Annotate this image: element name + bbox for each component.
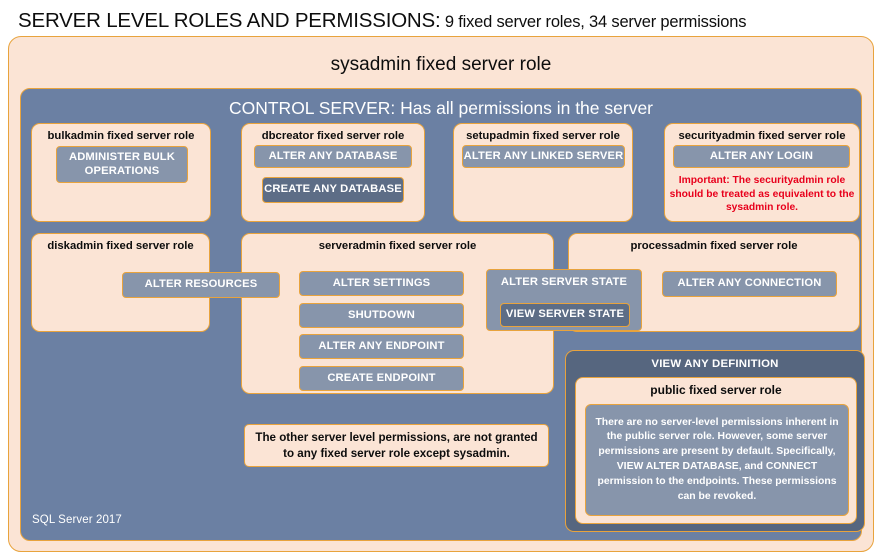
role-title-processadmin: processadmin fixed server role: [630, 240, 798, 252]
public-role-outer-container: VIEW ANY DEFINITION public fixed server …: [565, 350, 865, 532]
public-role-description: There are no server-level permissions in…: [585, 404, 849, 516]
role-title-public: public fixed server role: [650, 383, 782, 397]
permission-view-any-definition[interactable]: VIEW ANY DEFINITION: [651, 358, 779, 370]
page-title-main: SERVER LEVEL ROLES AND PERMISSIONS:: [18, 9, 441, 32]
permission-create-any-database[interactable]: CREATE ANY DATABASE: [262, 177, 404, 203]
role-title-securityadmin: securityadmin fixed server role: [678, 130, 846, 142]
role-title-dbcreator: dbcreator fixed server role: [261, 130, 405, 142]
permission-alter-any-linked-server[interactable]: ALTER ANY LINKED SERVER: [462, 145, 625, 168]
permission-administer-bulk-operations[interactable]: ADMINISTER BULK OPERATIONS: [56, 146, 188, 183]
permission-alter-any-login[interactable]: ALTER ANY LOGIN: [673, 145, 850, 168]
role-box-securityadmin: securityadmin fixed server role: [664, 123, 860, 222]
permission-shutdown[interactable]: SHUTDOWN: [299, 303, 464, 328]
page-title-subtitle: 9 fixed server roles, 34 server permissi…: [440, 13, 747, 31]
role-title-serveradmin: serveradmin fixed server role: [318, 240, 477, 252]
sysadmin-role-label: sysadmin fixed server role: [330, 54, 552, 75]
permission-alter-resources[interactable]: ALTER RESOURCES: [122, 272, 280, 298]
role-title-setupadmin: setupadmin fixed server role: [466, 130, 620, 142]
role-box-public: public fixed server role There are no se…: [575, 377, 857, 524]
role-box-dbcreator: dbcreator fixed server role: [241, 123, 425, 222]
role-title-diskadmin: diskadmin fixed server role: [47, 240, 194, 252]
permission-alter-any-database[interactable]: ALTER ANY DATABASE: [254, 145, 412, 168]
role-box-setupadmin: setupadmin fixed server role: [453, 123, 633, 222]
other-permissions-note: The other server level permissions, are …: [244, 424, 549, 467]
control-server-label: CONTROL SERVER: Has all permissions in t…: [228, 98, 654, 118]
footer-version-label: SQL Server 2017: [32, 514, 122, 526]
permission-create-endpoint[interactable]: CREATE ENDPOINT: [299, 366, 464, 391]
permission-alter-any-endpoint[interactable]: ALTER ANY ENDPOINT: [299, 334, 464, 359]
page-title: SERVER LEVEL ROLES AND PERMISSIONS: 9 fi…: [18, 9, 868, 35]
role-title-bulkadmin: bulkadmin fixed server role: [47, 130, 195, 142]
permission-view-server-state[interactable]: VIEW SERVER STATE: [500, 303, 630, 327]
securityadmin-warning-note: Important: The securityadmin role should…: [669, 175, 855, 214]
permission-alter-any-connection[interactable]: ALTER ANY CONNECTION: [662, 271, 837, 297]
permission-alter-settings[interactable]: ALTER SETTINGS: [299, 271, 464, 296]
